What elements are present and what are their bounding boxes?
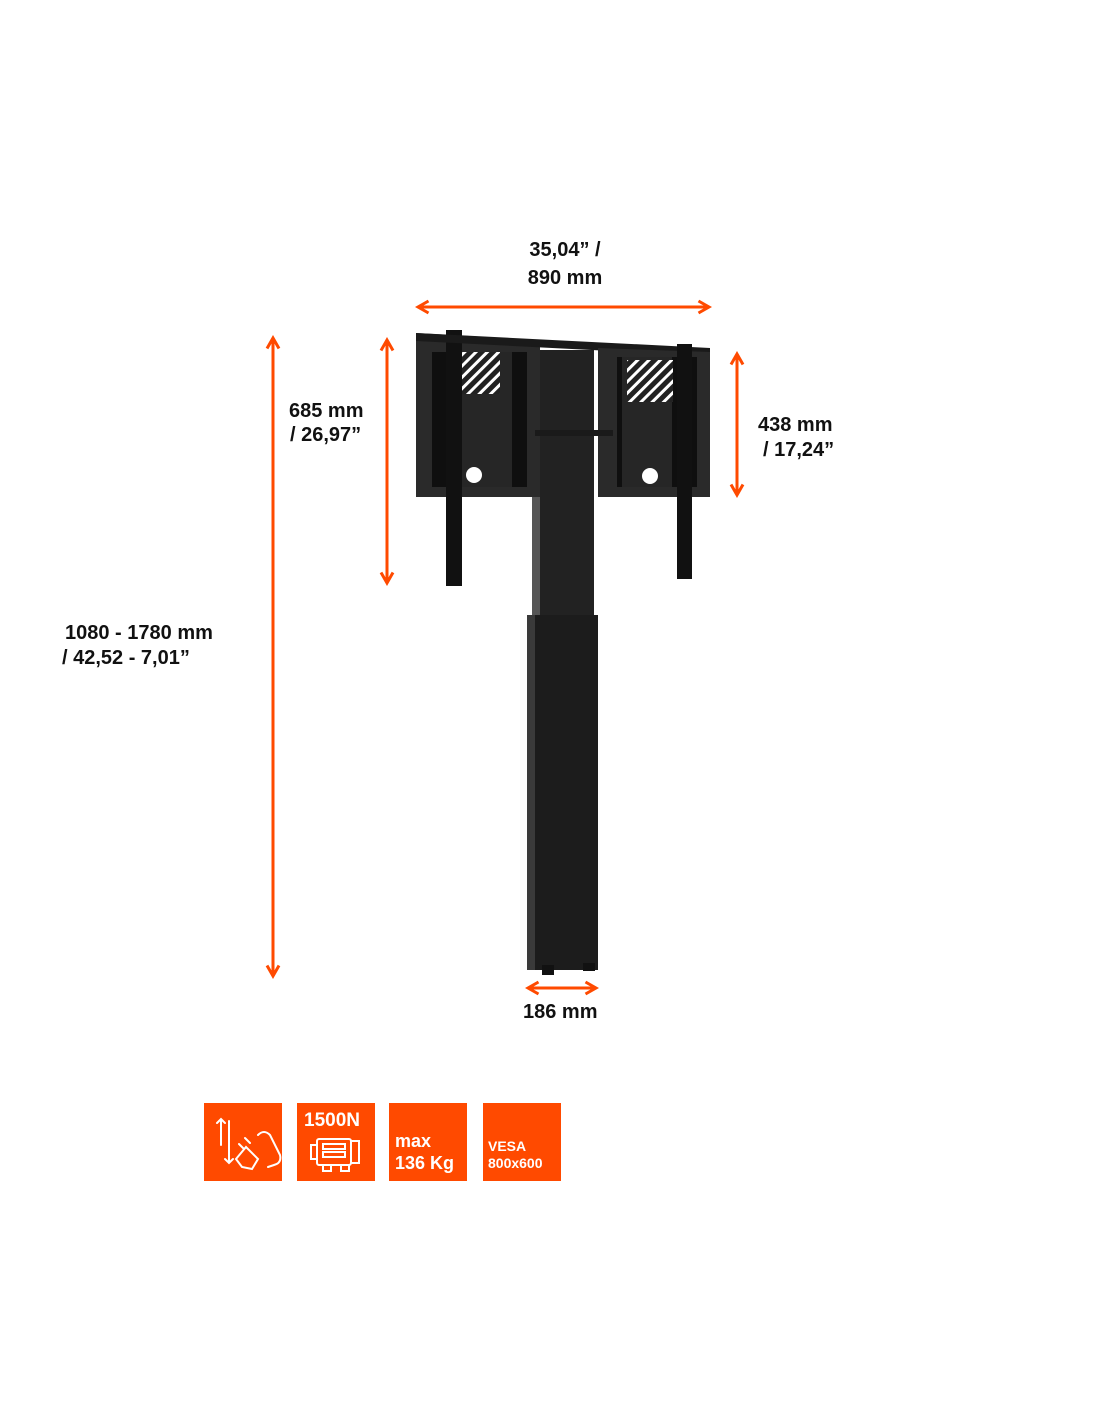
badge-max-load: max 136 Kg <box>389 1103 467 1181</box>
vesa-line1: VESA <box>488 1138 527 1154</box>
badge-motor-force: 1500N <box>297 1103 375 1181</box>
height-range-label-line2: / 42,52 - 7,01” <box>62 647 190 669</box>
display-lift-product <box>416 330 710 975</box>
vesa-line2: 800x600 <box>488 1155 543 1171</box>
motor-force-label: 1500N <box>304 1110 360 1131</box>
badge-electric-height-adjust <box>204 1103 282 1181</box>
badge-vesa: VESA 800x600 <box>483 1103 561 1181</box>
bracket-height-label-line2: / 26,97” <box>290 424 362 446</box>
column-lower <box>527 615 598 970</box>
max-load-line1: max <box>395 1131 432 1151</box>
motor-icon <box>310 1138 360 1172</box>
height-range-label-line1: 1080 - 1780 mm <box>65 622 213 644</box>
height-adjust-plug-icon <box>216 1117 282 1171</box>
width-label-line2: 890 mm <box>527 267 603 289</box>
max-load-line2: 136 Kg <box>395 1153 455 1173</box>
vesa-bracket-left <box>446 330 462 586</box>
column-upper <box>532 350 594 615</box>
width-label-line1: 35,04” / <box>529 239 601 261</box>
column-width-label: 186 mm <box>523 1001 598 1023</box>
panel-height-label-line1: 438 mm <box>758 414 833 436</box>
vesa-bracket-right <box>677 344 692 579</box>
panel-height-label-line2: / 17,24” <box>763 439 835 461</box>
bracket-height-label-line1: 685 mm <box>289 400 364 422</box>
